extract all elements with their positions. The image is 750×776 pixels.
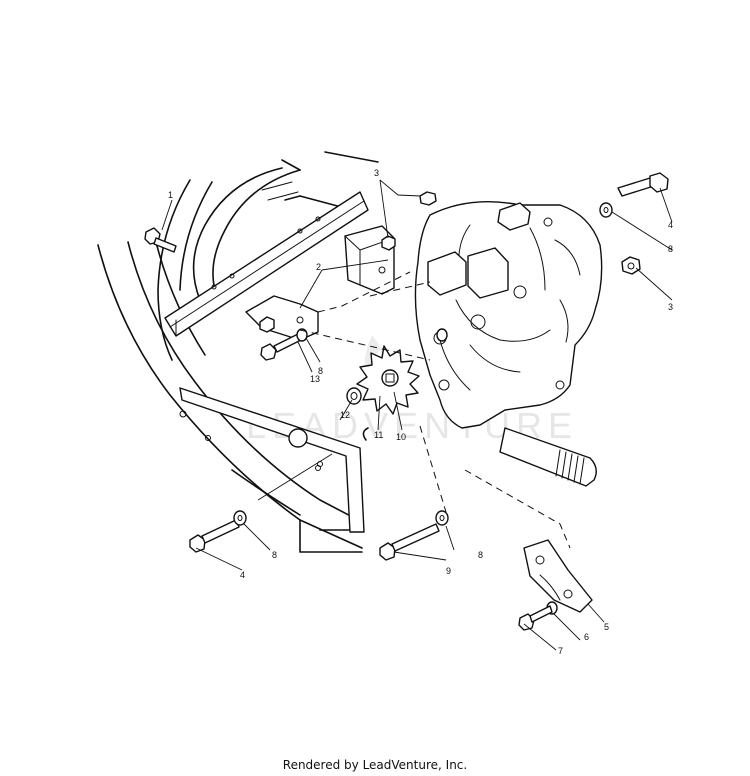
callout-8-bottom-left: 8 [272, 550, 277, 560]
sprocket [356, 345, 420, 415]
callout-8-mid: 8 [318, 366, 323, 376]
transaxle [414, 201, 603, 487]
callout-7: 7 [558, 646, 563, 656]
callout-8-top: 8 [668, 244, 673, 254]
callout-4-top: 4 [668, 220, 673, 230]
callout-11: 11 [374, 430, 383, 440]
callout-8-bottom: 8 [478, 550, 483, 560]
callout-1: 1 [168, 190, 173, 200]
callout-10: 10 [396, 432, 406, 442]
callout-4-bottom: 4 [240, 570, 245, 580]
hardware [144, 172, 669, 631]
callout-13: 13 [310, 374, 320, 384]
leader-lines [161, 179, 673, 651]
footer-credit: Rendered by LeadVenture, Inc. [282, 758, 468, 772]
upper-rail [164, 191, 369, 337]
callout-3-right: 3 [668, 302, 673, 312]
callout-12: 12 [340, 410, 350, 420]
lower-plate [179, 387, 365, 533]
callout-6: 6 [584, 632, 589, 642]
callout-3-top: 3 [374, 168, 379, 178]
callouts: 1 2 3 3 4 4 5 6 7 8 8 8 8 9 10 11 12 13 [168, 168, 673, 656]
callout-5: 5 [604, 622, 609, 632]
callout-9: 9 [446, 566, 451, 576]
callout-2: 2 [316, 262, 321, 272]
